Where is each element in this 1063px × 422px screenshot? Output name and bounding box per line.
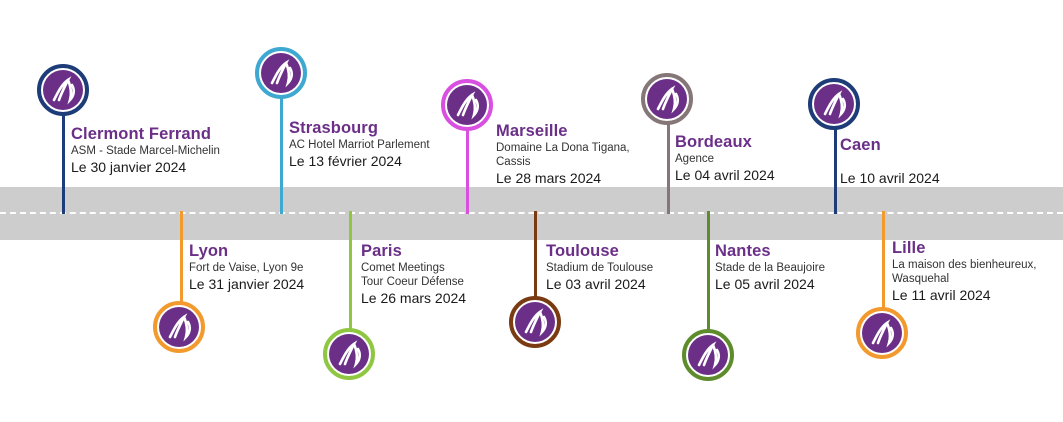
city-name: Clermont Ferrand [71, 125, 212, 143]
stop-connector-line [280, 97, 283, 214]
location-pin [641, 73, 693, 125]
venue-line: Stade de la Beaujoire [715, 262, 825, 274]
city-name: Nantes [715, 242, 771, 260]
event-date: Le 10 avril 2024 [840, 170, 940, 186]
venue-line: ASM - Stade Marcel-Michelin [71, 145, 220, 157]
location-pin [37, 64, 89, 116]
alcatel-lucent-logo-icon [688, 335, 728, 375]
alcatel-lucent-logo-icon [814, 84, 854, 124]
stop-connector-line [707, 211, 710, 331]
alcatel-lucent-logo-icon [447, 85, 487, 125]
venue-line: Tour Coeur Défense [361, 276, 464, 288]
venue-line: AC Hotel Marriot Parlement [289, 139, 430, 151]
alcatel-lucent-logo-icon [43, 70, 83, 110]
venue-line: Stadium de Toulouse [546, 262, 654, 274]
stop-label: Strasbourg AC Hotel Marriot Parlement Le 1… [289, 119, 430, 170]
stop-connector-line [882, 211, 885, 309]
venue-line: Fort de Vaise, Lyon 9e [189, 262, 304, 274]
stop-label: Lille La maison des bienheureux, Wasquehal… [892, 239, 1037, 304]
location-pin [509, 296, 561, 348]
venue-line: Comet Meetings [361, 262, 445, 274]
event-date: Le 11 avril 2024 [892, 287, 991, 303]
city-name: Toulouse [546, 242, 619, 260]
event-date: Le 03 avril 2024 [546, 276, 646, 292]
stop-connector-line [534, 211, 537, 298]
event-date: Le 26 mars 2024 [361, 290, 467, 306]
alcatel-lucent-logo-icon [515, 302, 555, 342]
alcatel-lucent-logo-icon [159, 307, 199, 347]
city-name: Strasbourg [289, 119, 379, 137]
stop-connector-line [667, 123, 670, 214]
venue-line: Agence [675, 153, 715, 165]
event-date: Le 31 janvier 2024 [189, 276, 305, 292]
location-pin [441, 79, 493, 131]
stop-connector-line [349, 211, 352, 330]
stop-connector-line [834, 128, 837, 214]
stop-connector-line [62, 114, 65, 214]
city-name: Caen [840, 136, 881, 154]
alcatel-lucent-logo-icon [261, 53, 301, 93]
venue-line: Domaine La Dona Tigana, [496, 142, 630, 154]
venue-line: La maison des bienheureux, [892, 259, 1037, 271]
venue-line: Wasquehal [892, 273, 950, 285]
location-pin [255, 47, 307, 99]
city-name: Lille [892, 239, 926, 257]
city-name: Marseille [496, 122, 568, 140]
alcatel-lucent-logo-icon [329, 334, 369, 374]
location-pin [323, 328, 375, 380]
stop-connector-line [180, 211, 183, 303]
alcatel-lucent-logo-icon [862, 313, 902, 353]
road-center-line [0, 212, 1063, 214]
event-date: Le 28 mars 2024 [496, 170, 602, 186]
alcatel-lucent-logo-icon [647, 79, 687, 119]
event-date: Le 30 janvier 2024 [71, 159, 187, 175]
stop-connector-line [466, 129, 469, 214]
city-name: Paris [361, 242, 402, 260]
event-date: Le 05 avril 2024 [715, 276, 815, 292]
location-pin [153, 301, 205, 353]
venue-line: Cassis [496, 156, 531, 168]
city-name: Bordeaux [675, 133, 752, 151]
event-date: Le 04 avril 2024 [675, 167, 775, 183]
city-name: Lyon [189, 242, 229, 260]
event-date: Le 13 février 2024 [289, 153, 402, 169]
stop-label: Caen Le 10 avril 2024 [840, 136, 940, 187]
location-pin [856, 307, 908, 359]
location-pin [808, 78, 860, 130]
location-pin [682, 329, 734, 381]
